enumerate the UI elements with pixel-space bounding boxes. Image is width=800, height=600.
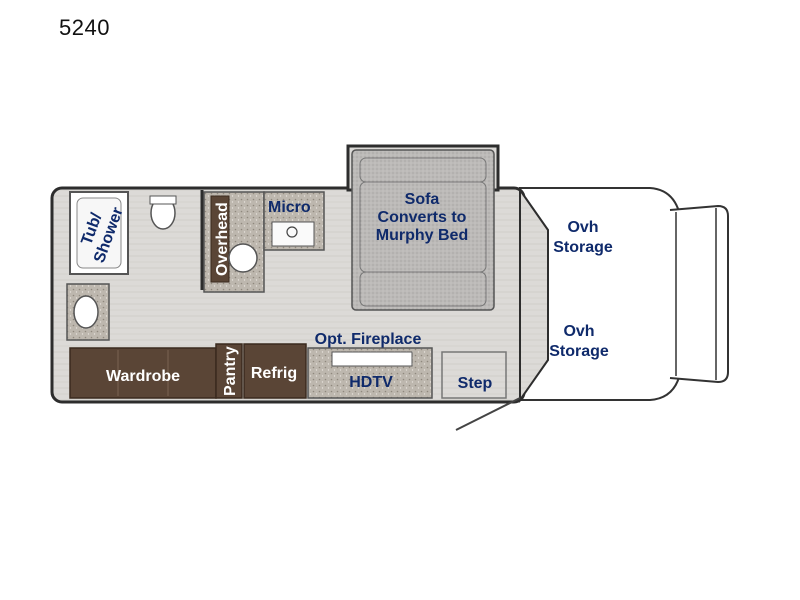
sofa: [351, 149, 495, 311]
ovh-storage-top-line2: Storage: [553, 239, 613, 256]
ovh-storage-top-line1: Ovh: [567, 219, 598, 236]
ovh-storage-bottom-line1: Ovh: [563, 323, 594, 340]
wardrobe-label: Wardrobe: [106, 368, 180, 385]
opt-fireplace-label: Opt. Fireplace: [315, 331, 422, 348]
sofa-label-line3: Murphy Bed: [376, 227, 468, 244]
hdtv-label: HDTV: [349, 374, 393, 391]
galley: [203, 191, 325, 293]
sofa-label-line2: Converts to: [378, 209, 467, 226]
micro-label: Micro: [268, 199, 311, 216]
lower-cabinets: [69, 343, 433, 399]
model-number: 5240: [59, 15, 110, 40]
refrig-label: Refrig: [251, 365, 297, 382]
overhead-label: Overhead: [214, 202, 231, 276]
sofa-label-line1: Sofa: [405, 191, 440, 208]
ovh-storage-bottom-line2: Storage: [549, 343, 609, 360]
entry-step: [441, 351, 521, 431]
pantry-label: Pantry: [222, 346, 239, 396]
cab-area: [519, 187, 729, 401]
bathroom: [66, 190, 204, 341]
step-label: Step: [458, 375, 493, 392]
